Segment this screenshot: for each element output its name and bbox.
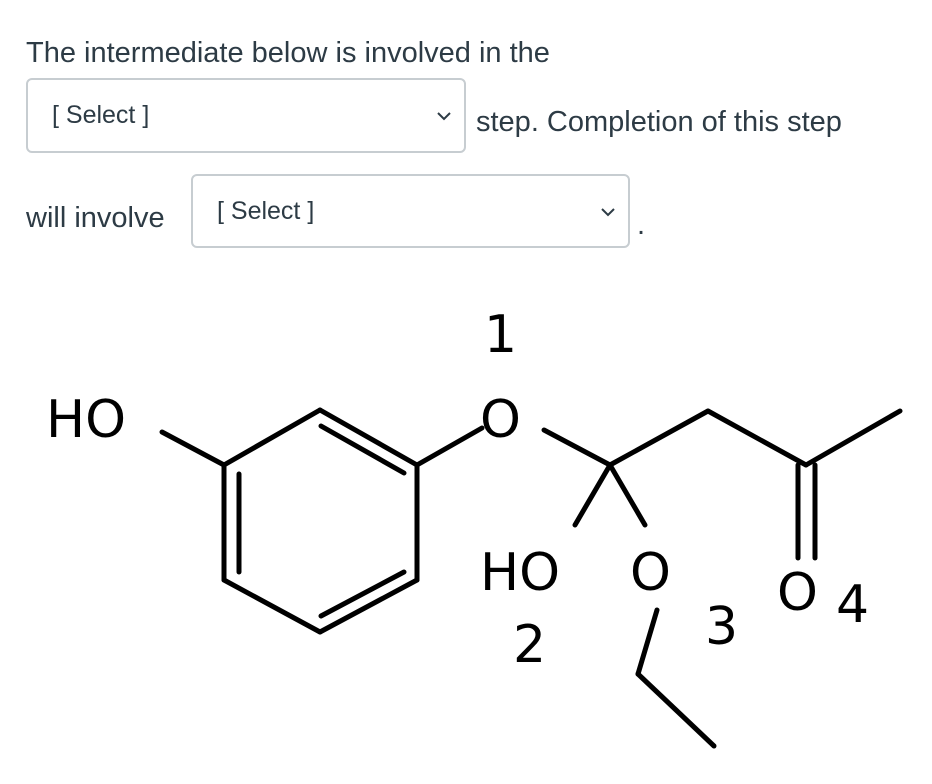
chevron-down-icon <box>437 112 451 121</box>
bond-c-ho2 <box>572 462 613 528</box>
atom-number-4: 4 <box>836 575 869 635</box>
step-type-select[interactable]: [ Select ] <box>26 78 466 153</box>
atom-label-ho-phenol: HO <box>46 390 126 450</box>
atom-number-1: 1 <box>484 305 517 365</box>
atom-label-o4: O <box>777 563 818 623</box>
atom-number-2: 2 <box>513 615 546 675</box>
bond-ring-o1 <box>414 425 485 468</box>
atom-label-o1: O <box>480 390 521 450</box>
bond-co-ch3 <box>803 408 903 468</box>
bond-ch2-co <box>705 408 809 468</box>
completion-select[interactable]: [ Select ] <box>191 174 630 248</box>
bond-o3-ch2 <box>635 607 660 677</box>
question-text-line1: The intermediate below is involved in th… <box>26 37 550 69</box>
benzene-ring <box>221 407 420 635</box>
bond-o1-c <box>541 427 613 468</box>
atom-number-3: 3 <box>705 597 738 657</box>
bond-c-o3 <box>607 462 648 528</box>
question-text-after-select1: step. Completion of this step <box>476 106 842 138</box>
completion-select-value: [ Select ] <box>217 197 315 225</box>
chevron-down-icon <box>601 208 615 217</box>
question-text-before-select2: will involve <box>26 202 165 234</box>
atom-label-ho2: HO <box>480 543 560 603</box>
bond-ho-ring <box>159 429 227 468</box>
molecule-structure: HO O HO O O 1 2 3 4 <box>46 305 903 749</box>
atom-label-o3: O <box>630 543 671 603</box>
step-type-select-value: [ Select ] <box>52 101 150 129</box>
question-text-end: . <box>637 209 646 241</box>
bond-ch2-ch3 <box>635 671 717 749</box>
bond-c-ch2 <box>607 408 711 468</box>
